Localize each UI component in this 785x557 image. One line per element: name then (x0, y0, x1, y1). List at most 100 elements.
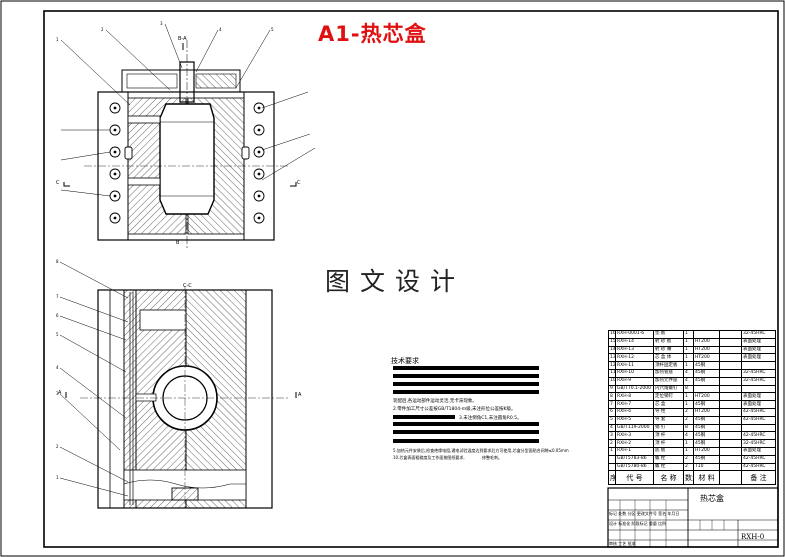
bom-cell: 16 (608, 330, 616, 339)
bom-cell (719, 454, 742, 464)
leader-number: 1 (56, 37, 59, 42)
bom-cell (719, 431, 742, 441)
bom-cell: 表面处理 (741, 446, 776, 456)
bom-cell: 2 (683, 407, 694, 417)
section-label-ba: B-A (178, 36, 187, 42)
bom-cell: 导 套 (653, 415, 684, 425)
bom-cell: HT200 (693, 446, 720, 456)
bom-cell: 1 (683, 392, 694, 402)
bom-cell: 加热管座 (653, 368, 684, 378)
bom-cell (719, 392, 742, 402)
leader-number: 7 (56, 294, 59, 299)
cut-label-c-left: C (56, 180, 60, 186)
bom-cell: 导 柱 (653, 407, 684, 417)
bom-cell: 芯 盒 体 (653, 353, 684, 363)
bom-cell (693, 330, 720, 339)
leader-number: 3 (56, 391, 59, 396)
bom-cell: 定位销钉 (653, 392, 684, 402)
inner-border (43, 10, 779, 548)
bom-cell: 45钢 (693, 423, 720, 433)
tech-note: 修整毛刺。 (482, 455, 502, 460)
leader-number: 3 (160, 21, 163, 26)
bom-cell: RXH-12 (615, 353, 654, 363)
bom-cell: RXH-9 (615, 376, 654, 386)
bom-header-cell: 备 注 (741, 470, 776, 486)
bom-cell: 32-45HRC (741, 376, 776, 386)
bom-cell: 4 (608, 423, 616, 433)
bom-cell: T10 (693, 462, 720, 472)
bom-cell: 螺 栓 (653, 462, 684, 472)
bom-cell (741, 423, 776, 433)
watermark-text: 图文设计 (325, 267, 466, 296)
bom-cell: 内六角螺钉 (653, 384, 684, 394)
bom-cell (719, 330, 742, 339)
bom-cell: RXH-1 (615, 446, 654, 456)
bom-cell: 垫 板 (653, 330, 684, 339)
tech-note: 装配后,各运动部件运动灵活,无卡滞现象。 (393, 399, 477, 404)
bom-cell: 顶 杆 (653, 439, 684, 448)
bom-cell (719, 368, 742, 378)
tech-note: 5.加热元件安装后,检查绝缘电阻,通电试验温度达到要求后方可使用,芯盒分型面贴合… (393, 448, 569, 453)
bom-cell: 45钢 (693, 454, 720, 464)
bom-cell: GB/T5780-86 (615, 462, 654, 472)
bom-header-cell: 名 称 (653, 470, 684, 486)
bom-cell: 42-45HRC (741, 407, 776, 417)
bom-cell: 射 砂 板 (653, 337, 684, 347)
cut-label-c-right: C (297, 180, 301, 186)
leader-number: 4 (219, 27, 222, 32)
bom-cell (608, 462, 616, 472)
bom-cell: 12 (608, 361, 616, 370)
bom-cell: 销 钉 (653, 423, 684, 433)
leader-number: 2 (56, 444, 59, 449)
leader-number: 2 (101, 27, 104, 32)
bom-cell (719, 345, 742, 355)
bom-cell: 表面处理 (741, 345, 776, 355)
bom-cell: 加热元件座 (653, 376, 684, 386)
title-block-frame (607, 487, 779, 548)
bom-cell: 10 (608, 376, 616, 386)
bom-cell (719, 384, 742, 394)
leader-number: 1 (56, 475, 59, 480)
bom-cell: RXH-3 (615, 431, 654, 441)
bom-header-row: 序号代 号名 称数量材 料备 注 (608, 470, 776, 486)
cut-label-a-right: A (298, 392, 302, 398)
bom-cell: 4 (683, 376, 694, 386)
bom-header-cell (719, 470, 742, 486)
bom-cell: 6 (608, 407, 616, 417)
bom-cell: GB/T5783-86 (615, 454, 654, 464)
bom-cell: RXH-7 (615, 400, 654, 409)
bom-cell: RXH-2 (615, 439, 654, 448)
top-section-view (60, 23, 316, 250)
tech-requirements-bars (393, 366, 539, 443)
bom-cell: 1 (683, 400, 694, 409)
bom-cell: 45钢 (693, 439, 720, 448)
bom-cell (719, 376, 742, 386)
leader-number: 5 (56, 332, 59, 337)
title-block-drawing-name: 热芯盒 (700, 494, 724, 503)
title-block-approval-labels: 审核 工艺 批准 (609, 541, 636, 546)
bom-cell: 5 (608, 415, 616, 425)
bom-cell (719, 407, 742, 417)
bom-cell: RXH-0001-6 (615, 330, 654, 339)
bom-cell: HT200 (693, 345, 720, 355)
bom-cell: RXH-14 (615, 337, 654, 347)
bom-cell: 45钢 (693, 361, 720, 370)
bom-cell (608, 454, 616, 464)
bom-cell: 45钢 (693, 400, 720, 409)
bom-cell (741, 384, 776, 394)
bom-cell: 45钢 (693, 415, 720, 425)
